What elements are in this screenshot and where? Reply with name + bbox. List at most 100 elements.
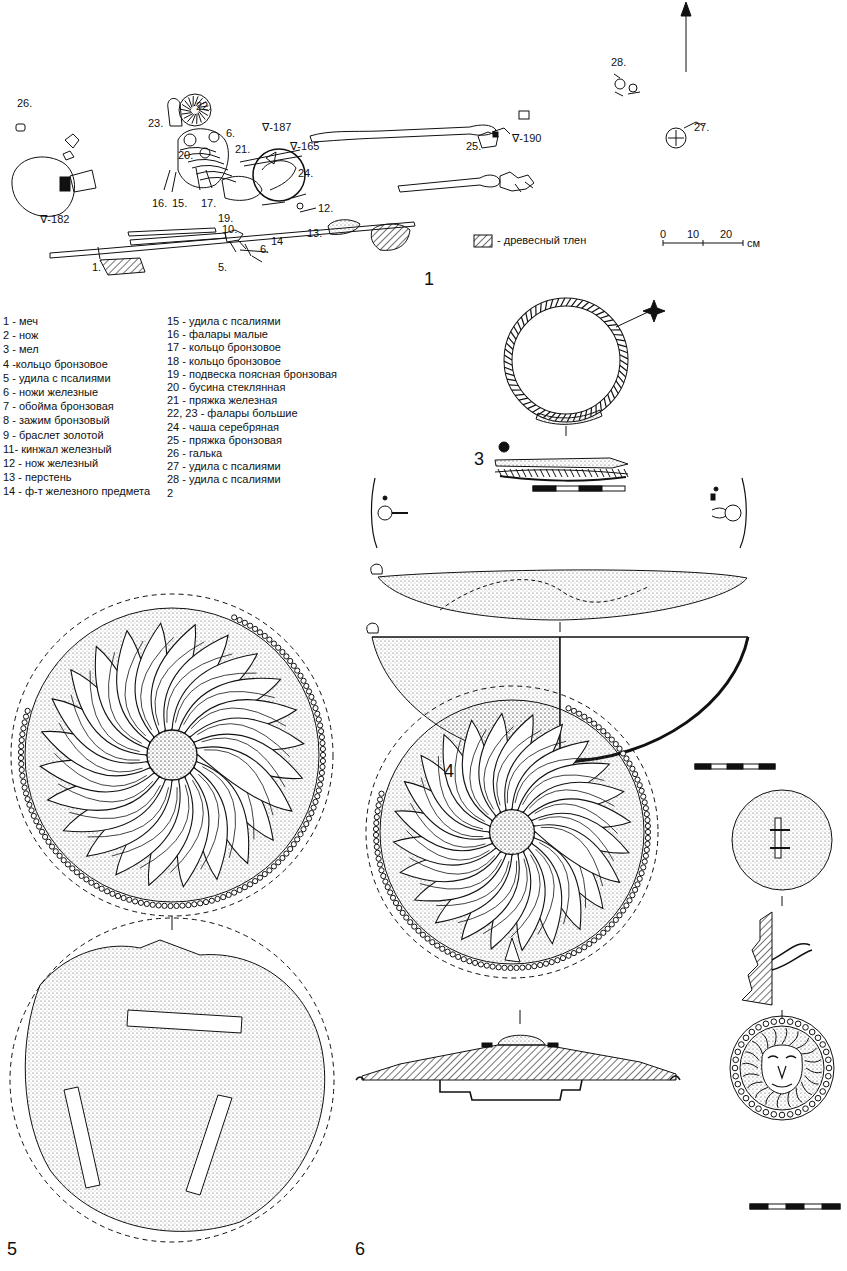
legend-entry: 28 - удила с псалиями [167,474,281,485]
boss-section [498,1035,545,1045]
bead [815,1095,821,1101]
bracelet-twist [616,381,621,389]
bracelet-twist [556,298,559,307]
sword [98,247,100,259]
bead [749,1029,755,1035]
sword [50,222,415,258]
bracelet-twist [596,311,605,315]
bracelet-twist [505,373,514,376]
legend-entry: 24 - чаша серебряная [167,422,279,433]
bracelet-twist [616,339,625,341]
bracelet-twist [552,469,556,477]
object [519,111,529,119]
bead [644,847,649,852]
bracelet-twist [582,302,589,308]
bracelet-twist [507,379,516,381]
bead [320,741,325,746]
legend-entry: 12 - нож железный [3,458,98,469]
bead [467,959,472,964]
section-edge [482,1043,492,1047]
bead [543,961,548,966]
bead [19,761,24,766]
bead [198,901,203,906]
callout-number: 16. [152,198,167,209]
bead [532,964,537,969]
bowl-ring [371,564,383,574]
bracelet-twist [540,303,542,312]
scale-bar [727,764,743,769]
lion-face [762,1045,803,1094]
scale-bar [579,486,602,491]
bracelet-twist [535,306,536,315]
bead [642,800,647,805]
bead [319,776,324,781]
bead [739,1089,745,1095]
bead [385,885,390,890]
bead [508,965,513,970]
bead [627,898,632,903]
bead [311,805,316,810]
bead [587,941,592,946]
phalera-rib [182,113,192,115]
bracelet-twist [604,398,606,407]
bracelet-twist [618,344,627,347]
skull [12,157,75,217]
callout-number: 21. [235,144,250,155]
bead [248,882,253,887]
bracelet-twist [619,371,626,377]
bead [566,953,571,958]
bead [237,887,242,892]
scale-bar [695,764,775,769]
bead [271,641,276,646]
bead [596,934,601,939]
bracelet-side [500,476,626,481]
bead [105,889,110,894]
bracelet-twist [531,309,532,318]
bone-fragment [266,152,276,164]
lion-mane [755,1087,768,1098]
bead [601,930,606,935]
bracelet-twist [571,299,577,306]
bead [613,742,618,747]
petal [196,747,292,811]
phalera-23 [168,98,182,126]
bead [420,932,425,937]
callout-number: 12. [318,203,333,214]
bead [404,915,409,920]
lion-mane [752,1041,763,1054]
bracelet-twist [523,402,532,405]
bead [400,910,405,915]
bead [605,926,610,931]
arm-bone [128,228,226,245]
bead [226,892,231,897]
wood-decay [328,220,360,235]
bead [301,827,306,832]
bead [456,954,461,959]
bracelet-twist [564,469,568,477]
bead [374,838,379,843]
bead [284,851,289,856]
bowl-ring [711,494,715,500]
bracelet-twist [614,334,623,336]
bead [645,829,650,834]
bead [304,683,309,688]
bead [733,1057,739,1063]
bead [393,900,398,905]
bead [306,816,311,821]
callout-number: 0 [660,229,666,240]
bead [566,706,571,711]
divider-mark [566,426,567,436]
lion-mane [801,1048,816,1054]
divider-mark [520,1010,521,1024]
bracelet-twist [528,405,537,409]
north-arrow [686,10,687,72]
callout-number: ∇-165 [290,141,319,152]
long-bone [310,125,496,142]
bead [295,668,300,673]
bead [779,1112,785,1118]
break [505,938,520,962]
bracelet-twist [514,327,519,335]
callout-number: 22. [196,101,211,112]
bead [127,897,132,902]
bead [756,1106,762,1112]
